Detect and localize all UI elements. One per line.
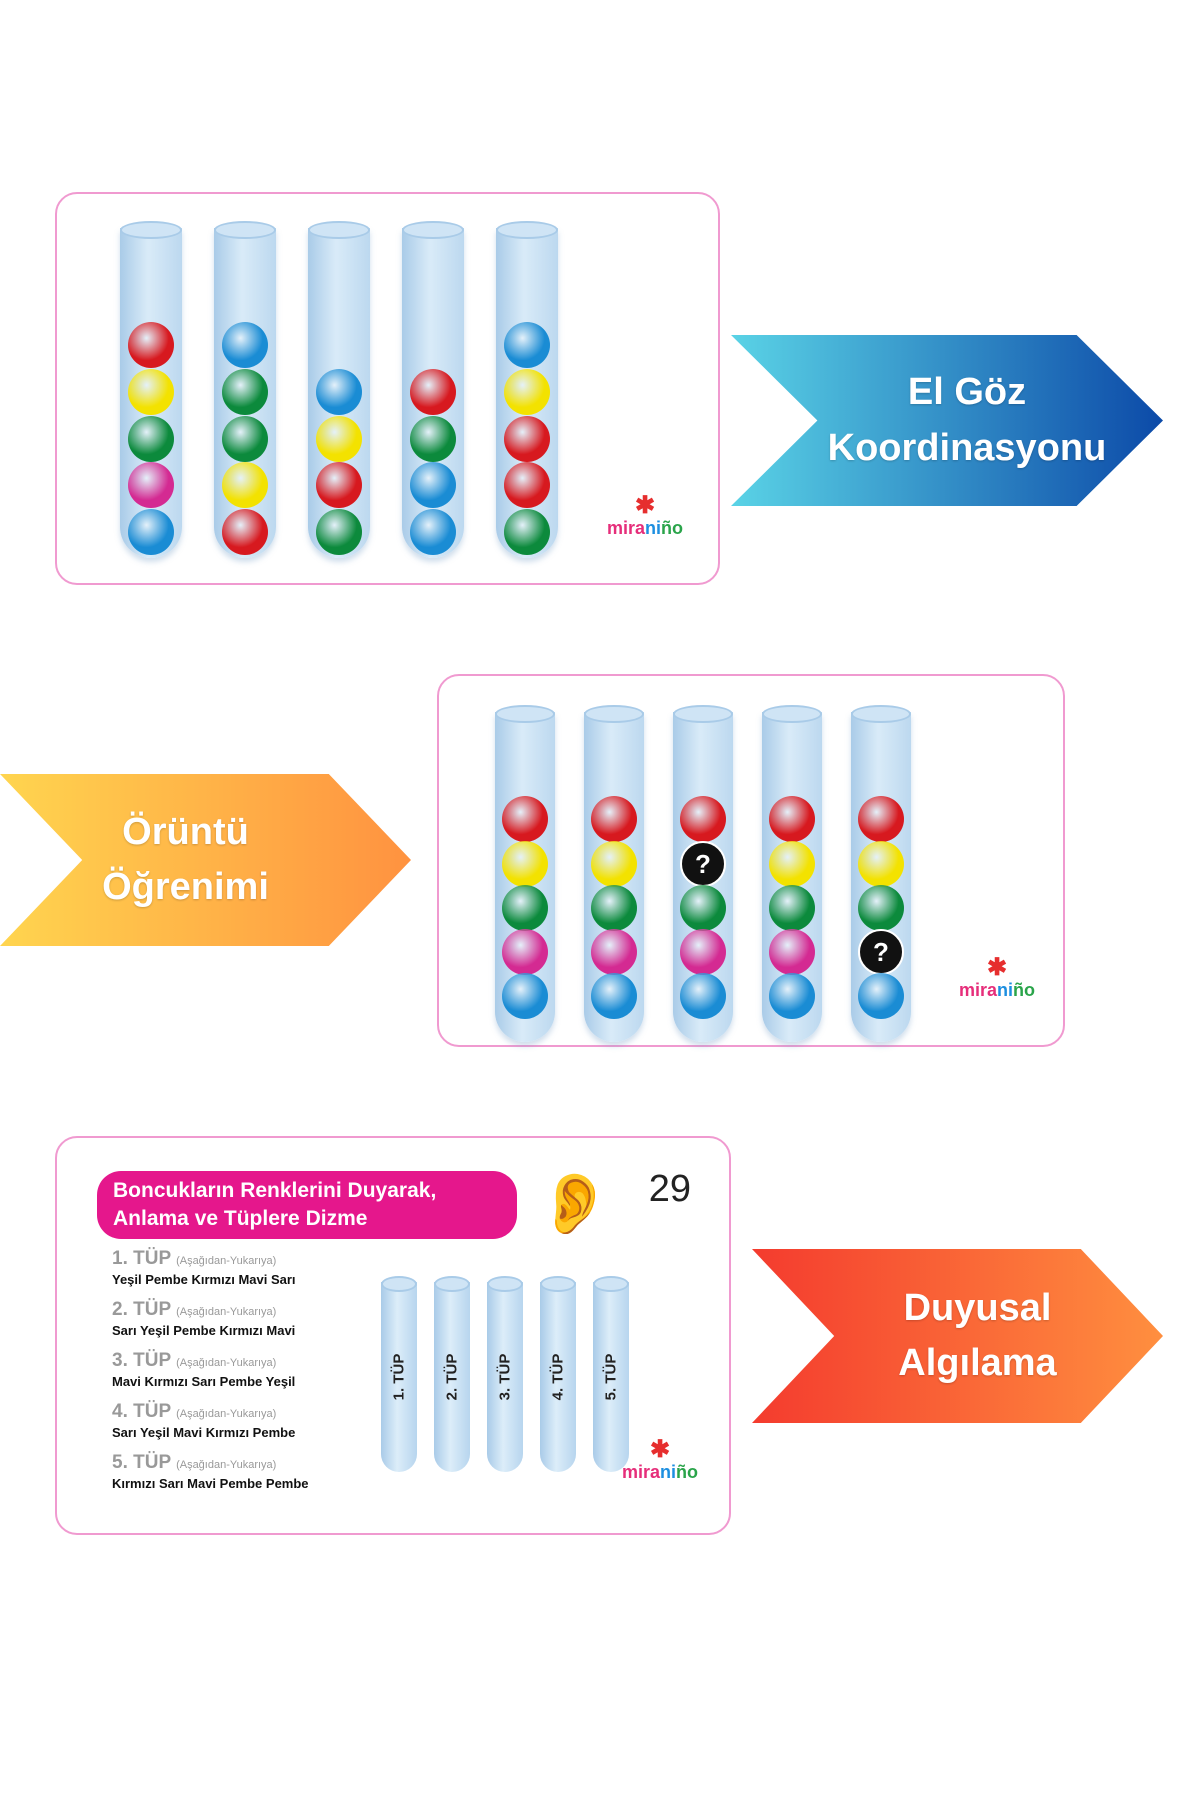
ball-yellow xyxy=(316,416,362,462)
direction-note: (Aşağıdan-Yukarıya) xyxy=(176,1408,277,1420)
pattern-learning-card: ✱ miraniño ?? xyxy=(437,674,1065,1047)
ball-red xyxy=(410,369,456,415)
ball-yellow xyxy=(128,369,174,415)
ball-blue xyxy=(769,973,815,1019)
direction-note: (Aşağıdan-Yukarıya) xyxy=(176,1459,277,1471)
tube-heading: 1. TÜP (Aşağıdan-Yukarıya) xyxy=(112,1248,309,1270)
ball-blue xyxy=(504,322,550,368)
ball-green xyxy=(316,509,362,555)
tube-number: 5. TÜP xyxy=(112,1452,171,1473)
empty-test-tube: 3. TÜP xyxy=(487,1276,523,1472)
empty-test-tube: 5. TÜP xyxy=(593,1276,629,1472)
puzzle-icon: ✱ xyxy=(649,1436,671,1463)
miranino-logo: ✱ miraniño xyxy=(622,1436,699,1483)
ball-red xyxy=(680,796,726,842)
ball-blue xyxy=(222,322,268,368)
tube-number: 1. TÜP xyxy=(112,1248,171,1269)
direction-note: (Aşağıdan-Yukarıya) xyxy=(176,1255,277,1267)
ball-green xyxy=(128,416,174,462)
ball-red xyxy=(769,796,815,842)
tube-heading: 3. TÜP (Aşağıdan-Yukarıya) xyxy=(112,1350,309,1372)
color-sequence: Mavi Kırmızı Sarı Pembe Yeşil xyxy=(112,1374,296,1389)
ball-yellow xyxy=(591,841,637,887)
tube-instruction: 1. TÜP (Aşağıdan-Yukarıya) Yeşil Pembe Kı… xyxy=(112,1248,309,1287)
tube-number: 4. TÜP xyxy=(112,1401,171,1422)
ball-pink xyxy=(769,929,815,975)
ball-red xyxy=(222,509,268,555)
miranino-logo: ✱ miraniño xyxy=(959,954,1036,1001)
question-ball: ? xyxy=(680,841,726,887)
direction-note: (Aşağıdan-Yukarıya) xyxy=(176,1357,277,1369)
ball-yellow xyxy=(504,369,550,415)
ball-red xyxy=(858,796,904,842)
ball-pink xyxy=(502,929,548,975)
ball-blue xyxy=(410,462,456,508)
ball-blue xyxy=(502,973,548,1019)
eye-hand-coordination-card: ✱ miraniño xyxy=(55,192,720,585)
ball-yellow xyxy=(769,841,815,887)
empty-test-tube: 2. TÜP xyxy=(434,1276,470,1472)
ball-yellow xyxy=(858,841,904,887)
direction-note: (Aşağıdan-Yukarıya) xyxy=(176,1306,277,1318)
tube-heading: 2. TÜP (Aşağıdan-Yukarıya) xyxy=(112,1299,309,1321)
tube-label: 5. TÜP xyxy=(602,1353,620,1401)
empty-test-tube: 4. TÜP xyxy=(540,1276,576,1472)
miranino-logo: ✱ miraniño xyxy=(607,492,684,539)
tube-instructions-list: 1. TÜP (Aşağıdan-Yukarıya) Yeşil Pembe Kı… xyxy=(112,1248,309,1503)
tube-label: 3. TÜP xyxy=(496,1353,514,1401)
ear-listening-icon: 👂 xyxy=(537,1170,612,1237)
puzzle-icon: ✱ xyxy=(634,492,656,519)
color-sequence: Kırmızı Sarı Mavi Pembe Pembe xyxy=(112,1476,309,1491)
ball-green xyxy=(502,885,548,931)
ball-red xyxy=(504,416,550,462)
question-ball: ? xyxy=(858,929,904,975)
ball-green xyxy=(222,416,268,462)
ball-green xyxy=(504,509,550,555)
tube-label: 4. TÜP xyxy=(549,1353,567,1401)
ball-yellow xyxy=(502,841,548,887)
ball-red xyxy=(502,796,548,842)
tube-number: 2. TÜP xyxy=(112,1299,171,1320)
ball-blue xyxy=(591,973,637,1019)
ball-pink xyxy=(128,462,174,508)
ball-blue xyxy=(680,973,726,1019)
tube-heading: 5. TÜP (Aşağıdan-Yukarıya) xyxy=(112,1452,309,1474)
tube-number: 3. TÜP xyxy=(112,1350,171,1371)
color-sequence: Sarı Yeşil Mavi Kırmızı Pembe xyxy=(112,1425,296,1440)
tube-label: 1. TÜP xyxy=(390,1353,408,1401)
ball-blue xyxy=(128,509,174,555)
ball-pink xyxy=(680,929,726,975)
tube-instruction: 4. TÜP (Aşağıdan-Yukarıya) Sarı Yeşil Mav… xyxy=(112,1401,309,1440)
ball-green xyxy=(222,369,268,415)
ball-green xyxy=(591,885,637,931)
ball-green xyxy=(410,416,456,462)
ball-red xyxy=(316,462,362,508)
activity-title: Boncukların Renklerini Duyarak, Anlama v… xyxy=(97,1171,517,1239)
color-sequence: Yeşil Pembe Kırmızı Mavi Sarı xyxy=(112,1272,296,1287)
ball-red xyxy=(128,322,174,368)
ball-blue xyxy=(316,369,362,415)
ball-blue xyxy=(858,973,904,1019)
sensory-perception-card: Boncukların Renklerini Duyarak, Anlama v… xyxy=(55,1136,731,1535)
tube-instruction: 5. TÜP (Aşağıdan-Yukarıya) Kırmızı Sarı M… xyxy=(112,1452,309,1491)
color-sequence: Sarı Yeşil Pembe Kırmızı Mavi xyxy=(112,1323,296,1338)
page-number: 29 xyxy=(648,1168,691,1210)
tube-heading: 4. TÜP (Aşağıdan-Yukarıya) xyxy=(112,1401,309,1423)
empty-test-tube: 1. TÜP xyxy=(381,1276,417,1472)
ball-red xyxy=(591,796,637,842)
tube-label: 2. TÜP xyxy=(443,1353,461,1401)
tube-instruction: 3. TÜP (Aşağıdan-Yukarıya) Mavi Kırmızı S… xyxy=(112,1350,309,1389)
ball-blue xyxy=(410,509,456,555)
tube-instruction: 2. TÜP (Aşağıdan-Yukarıya) Sarı Yeşil Pem… xyxy=(112,1299,309,1338)
puzzle-icon: ✱ xyxy=(986,954,1008,981)
ball-green xyxy=(858,885,904,931)
ball-yellow xyxy=(222,462,268,508)
ball-red xyxy=(504,462,550,508)
ball-pink xyxy=(591,929,637,975)
ball-green xyxy=(769,885,815,931)
ball-green xyxy=(680,885,726,931)
